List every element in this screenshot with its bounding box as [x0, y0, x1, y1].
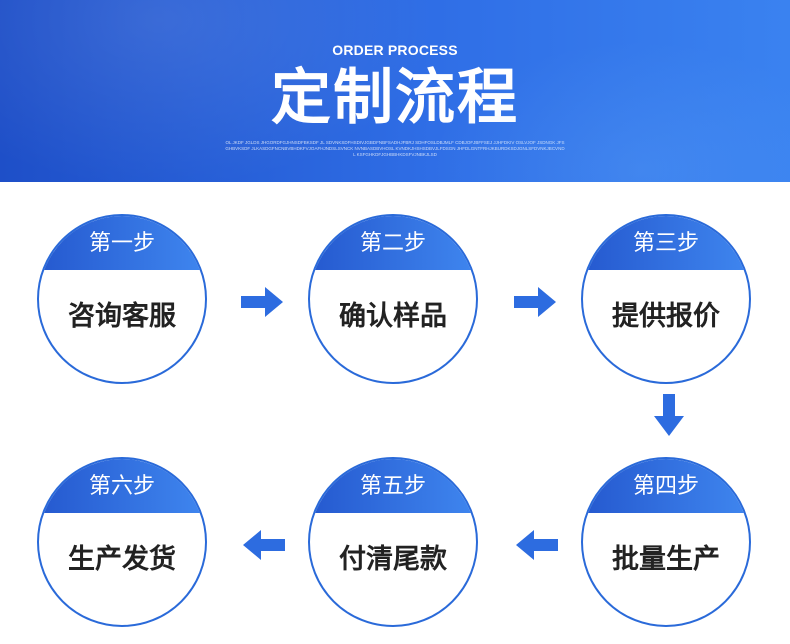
- step-label: 第四步: [632, 474, 699, 499]
- arrow-down-icon: [654, 394, 684, 436]
- arrow-left-icon: [516, 530, 558, 560]
- step-text: 付清尾款: [339, 544, 447, 575]
- arrow-right-icon: [514, 287, 556, 317]
- step-text: 提供报价: [612, 301, 720, 332]
- step-4-circle: 第四步 批量生产: [581, 457, 751, 627]
- step-1-circle: 第一步 咨询客服: [37, 214, 207, 384]
- header-banner: ORDER PROCESS 定制流程 OL JKDF JGLDS JHGORDF…: [0, 0, 790, 182]
- step-5-circle: 第五步 付清尾款: [308, 457, 478, 627]
- step-cap: [583, 459, 749, 513]
- eyebrow-label: ORDER PROCESS: [332, 42, 458, 58]
- step-label: 第二步: [359, 231, 426, 256]
- step-text: 批量生产: [612, 544, 720, 575]
- step-label: 第六步: [88, 474, 155, 499]
- step-label: 第三步: [632, 231, 699, 256]
- step-cap: [310, 459, 476, 513]
- page-title: 定制流程: [271, 63, 519, 133]
- step-3-circle: 第三步 提供报价: [581, 214, 751, 384]
- step-text: 生产发货: [68, 544, 176, 575]
- step-cap: [310, 216, 476, 270]
- step-cap: [39, 459, 205, 513]
- arrow-left-icon: [243, 530, 285, 560]
- step-cap: [39, 216, 205, 270]
- step-label: 第一步: [88, 231, 155, 256]
- step-cap: [583, 216, 749, 270]
- step-6-circle: 第六步 生产发货: [37, 457, 207, 627]
- step-text: 咨询客服: [68, 301, 176, 332]
- step-label: 第五步: [359, 474, 426, 499]
- step-text: 确认样品: [339, 301, 447, 332]
- decorative-fine-print: OL JKDF JGLDS JHGORDFGJHNSDFBKSDF JL SDV…: [225, 140, 565, 157]
- step-2-circle: 第二步 确认样品: [308, 214, 478, 384]
- arrow-right-icon: [241, 287, 283, 317]
